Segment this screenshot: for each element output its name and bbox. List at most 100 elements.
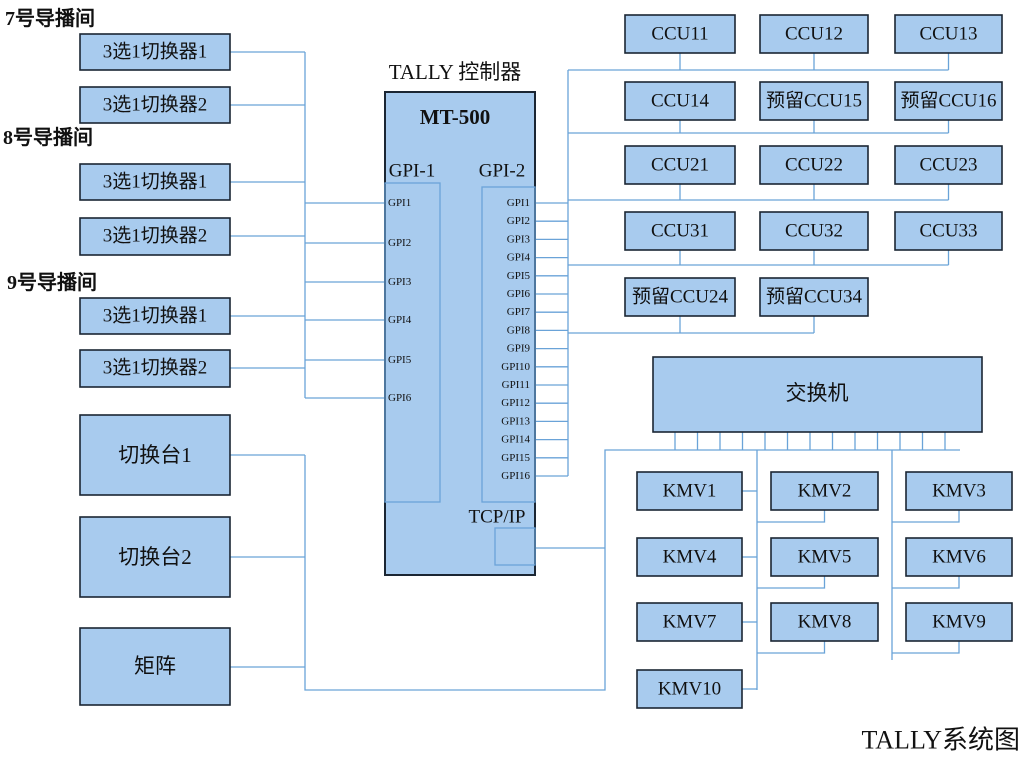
connection-line bbox=[757, 510, 826, 523]
gpi2-port: GPI14 bbox=[501, 434, 530, 446]
svg-text:KMV8: KMV8 bbox=[798, 612, 852, 633]
svg-text:CCU11: CCU11 bbox=[651, 24, 708, 45]
svg-text:CCU23: CCU23 bbox=[919, 155, 977, 176]
svg-text:预留CCU24: 预留CCU24 bbox=[632, 286, 729, 308]
svg-text:KMV4: KMV4 bbox=[663, 547, 717, 568]
svg-text:KMV5: KMV5 bbox=[798, 547, 852, 568]
gpi2-port: GPI7 bbox=[507, 306, 531, 318]
svg-text:KMV3: KMV3 bbox=[932, 481, 986, 502]
connection-line bbox=[892, 510, 960, 523]
kmv-box: KMV9 bbox=[905, 602, 1013, 642]
gpi2-port: GPI16 bbox=[501, 470, 530, 482]
kmv-box: KMV8 bbox=[770, 602, 879, 642]
gpi2-port: GPI5 bbox=[507, 270, 531, 282]
switcher-7-1: 3选1切换器1 bbox=[79, 33, 231, 71]
svg-text:3选1切换器1: 3选1切换器1 bbox=[103, 305, 208, 327]
ccu-box: 预留CCU16 bbox=[894, 81, 1003, 121]
room-label-8: 8号导播间 bbox=[3, 126, 93, 149]
svg-text:CCU12: CCU12 bbox=[785, 24, 843, 45]
gpi2-port: GPI3 bbox=[507, 233, 531, 245]
kmv-box: KMV4 bbox=[636, 537, 743, 577]
switcher-9-1: 3选1切换器1 bbox=[79, 297, 231, 335]
tcp-ip-port bbox=[494, 527, 536, 566]
svg-text:KMV10: KMV10 bbox=[658, 679, 721, 700]
svg-text:切换台1: 切换台1 bbox=[118, 443, 192, 467]
svg-text:CCU13: CCU13 bbox=[919, 24, 977, 45]
ccu-box: CCU22 bbox=[759, 145, 869, 185]
svg-text:KMV1: KMV1 bbox=[663, 481, 717, 502]
gpi1-port: GPI2 bbox=[388, 237, 411, 249]
svg-text:KMV2: KMV2 bbox=[798, 481, 852, 502]
gpi1-port: GPI3 bbox=[388, 276, 412, 288]
kmv-box: KMV10 bbox=[636, 669, 743, 709]
svg-text:3选1切换器1: 3选1切换器1 bbox=[103, 41, 208, 63]
ccu-box: CCU32 bbox=[759, 211, 869, 251]
switcher-8-2: 3选1切换器2 bbox=[79, 217, 231, 256]
svg-text:CCU32: CCU32 bbox=[785, 221, 843, 242]
kmv-box: KMV1 bbox=[636, 471, 743, 511]
gpi1-port: GPI1 bbox=[388, 197, 411, 209]
gpi2-port: GPI8 bbox=[507, 324, 531, 336]
svg-text:KMV6: KMV6 bbox=[932, 547, 986, 568]
gpi2-label: GPI-2 bbox=[479, 161, 525, 182]
svg-text:3选1切换器1: 3选1切换器1 bbox=[103, 171, 208, 193]
controller-model: MT-500 bbox=[420, 105, 490, 129]
controller-title: TALLY 控制器 bbox=[389, 60, 522, 84]
svg-text:预留CCU15: 预留CCU15 bbox=[766, 90, 862, 112]
switcher-7-2: 3选1切换器2 bbox=[79, 86, 231, 124]
svg-text:切换台2: 切换台2 bbox=[118, 545, 192, 569]
console-1: 切换台1 bbox=[79, 414, 231, 496]
controller-mt500: MT-500 GPI-1 GPI-2 GPI1GPI2GPI3GPI4GPI5G… bbox=[384, 91, 536, 576]
switcher-8-1: 3选1切换器1 bbox=[79, 163, 231, 201]
kmv-box: KMV6 bbox=[905, 537, 1013, 577]
room-label-7: 7号导播间 bbox=[5, 7, 95, 30]
svg-text:交换机: 交换机 bbox=[786, 381, 849, 405]
ccu-box: CCU21 bbox=[624, 145, 736, 185]
network-bus bbox=[304, 449, 960, 691]
svg-text:矩阵: 矩阵 bbox=[134, 654, 176, 678]
gpi2-port: GPI1 bbox=[507, 197, 530, 209]
kmv-box: KMV3 bbox=[905, 471, 1013, 511]
svg-text:CCU22: CCU22 bbox=[785, 155, 843, 176]
connection-line bbox=[892, 576, 960, 589]
svg-text:CCU21: CCU21 bbox=[651, 155, 709, 176]
gpi2-port: GPI15 bbox=[501, 452, 530, 464]
gpi2-port: GPI11 bbox=[502, 379, 530, 391]
kmv-box: KMV7 bbox=[636, 602, 743, 642]
gpi2-port: GPI12 bbox=[501, 397, 530, 409]
ccu-box: 预留CCU34 bbox=[759, 277, 869, 317]
gpi2-port: GPI2 bbox=[507, 215, 530, 227]
gpi1-port: GPI6 bbox=[388, 392, 412, 404]
svg-text:KMV9: KMV9 bbox=[932, 612, 986, 633]
svg-text:3选1切换器2: 3选1切换器2 bbox=[103, 357, 208, 379]
svg-text:预留CCU16: 预留CCU16 bbox=[900, 90, 996, 112]
gpi1-port: GPI5 bbox=[388, 354, 412, 366]
gpi2-port: GPI9 bbox=[507, 343, 531, 355]
svg-text:CCU33: CCU33 bbox=[919, 221, 977, 242]
svg-text:CCU14: CCU14 bbox=[651, 91, 710, 112]
ccu-box: 预留CCU24 bbox=[624, 277, 736, 317]
svg-text:3选1切换器2: 3选1切换器2 bbox=[103, 94, 208, 116]
gpi2-port: GPI13 bbox=[501, 415, 530, 427]
ccu-box: CCU12 bbox=[759, 14, 869, 54]
svg-text:预留CCU34: 预留CCU34 bbox=[766, 286, 863, 308]
tcp-ip-label: TCP/IP bbox=[468, 507, 525, 528]
ccu-box: CCU11 bbox=[624, 14, 736, 54]
diagram-caption: TALLY系统图 bbox=[861, 726, 1020, 755]
connection-line bbox=[757, 641, 826, 654]
ccu-box: CCU14 bbox=[624, 81, 736, 121]
svg-text:KMV7: KMV7 bbox=[663, 612, 717, 633]
connection-line bbox=[757, 576, 826, 589]
gpi2-port: GPI10 bbox=[501, 361, 530, 373]
room-label-9: 9号导播间 bbox=[7, 271, 97, 294]
kmv-box: KMV5 bbox=[770, 537, 879, 577]
ccu-box: CCU31 bbox=[624, 211, 736, 251]
ccu-box: 预留CCU15 bbox=[759, 81, 869, 121]
connection-line bbox=[892, 641, 960, 654]
ccu-box: CCU13 bbox=[894, 14, 1003, 54]
console-2: 切换台2 bbox=[79, 516, 231, 598]
connection-lines bbox=[230, 51, 960, 691]
